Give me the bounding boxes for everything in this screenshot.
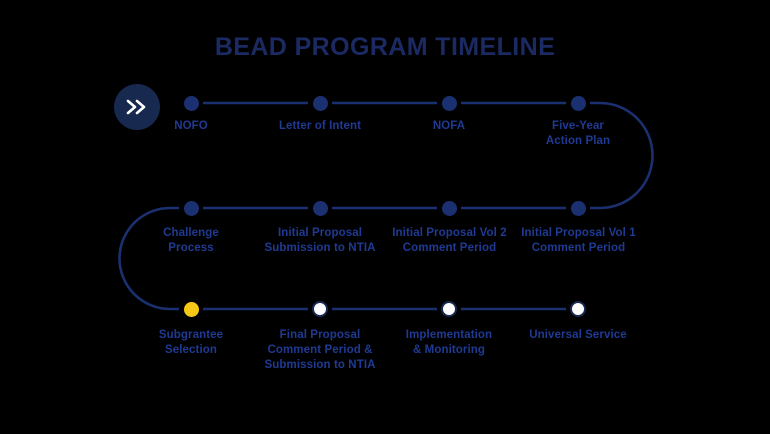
timeline-label-letter-of-intent: Letter of Intent xyxy=(278,120,362,132)
timeline-label-five-year-action-plan: Five-Year Action Plan xyxy=(545,120,611,147)
timeline-node-implementation-monitoring[interactable] xyxy=(441,301,457,317)
timeline-node-letter-of-intent[interactable] xyxy=(313,96,328,111)
timeline-node-initial-proposal-submission[interactable] xyxy=(313,201,328,216)
timeline-label-universal-service: Universal Service xyxy=(529,329,627,341)
timeline-node-universal-service[interactable] xyxy=(570,301,586,317)
timeline-node-nofo[interactable] xyxy=(184,96,199,111)
page-title: BEAD PROGRAM TIMELINE xyxy=(214,33,556,61)
timeline-label-subgrantee-selection: Subgrantee Selection xyxy=(158,329,224,356)
track-arc-left xyxy=(118,206,179,311)
timeline-label-initial-proposal-vol-1: Initial Proposal Vol 1 Comment Period xyxy=(521,227,636,254)
timeline-start-badge xyxy=(114,84,160,130)
timeline-node-initial-proposal-vol-2[interactable] xyxy=(442,201,457,216)
double-chevron-right-icon xyxy=(125,98,149,116)
timeline-label-initial-proposal-submission: Initial Proposal Submission to NTIA xyxy=(264,227,376,254)
timeline-label-nofo: NOFO xyxy=(174,120,208,132)
timeline-node-final-proposal[interactable] xyxy=(312,301,328,317)
timeline-node-initial-proposal-vol-1[interactable] xyxy=(571,201,586,216)
timeline-label-final-proposal: Final Proposal Comment Period & Submissi… xyxy=(264,329,376,371)
timeline-label-initial-proposal-vol-2: Initial Proposal Vol 2 Comment Period xyxy=(392,227,507,254)
timeline-label-challenge-process: Challenge Process xyxy=(163,227,219,254)
timeline-node-five-year-action-plan[interactable] xyxy=(571,96,586,111)
timeline-label-implementation-monitoring: Implementation & Monitoring xyxy=(405,329,493,356)
timeline-label-nofa: NOFA xyxy=(432,120,466,132)
timeline-node-subgrantee-selection[interactable] xyxy=(184,302,199,317)
timeline-node-nofa[interactable] xyxy=(442,96,457,111)
timeline-node-challenge-process[interactable] xyxy=(184,201,199,216)
